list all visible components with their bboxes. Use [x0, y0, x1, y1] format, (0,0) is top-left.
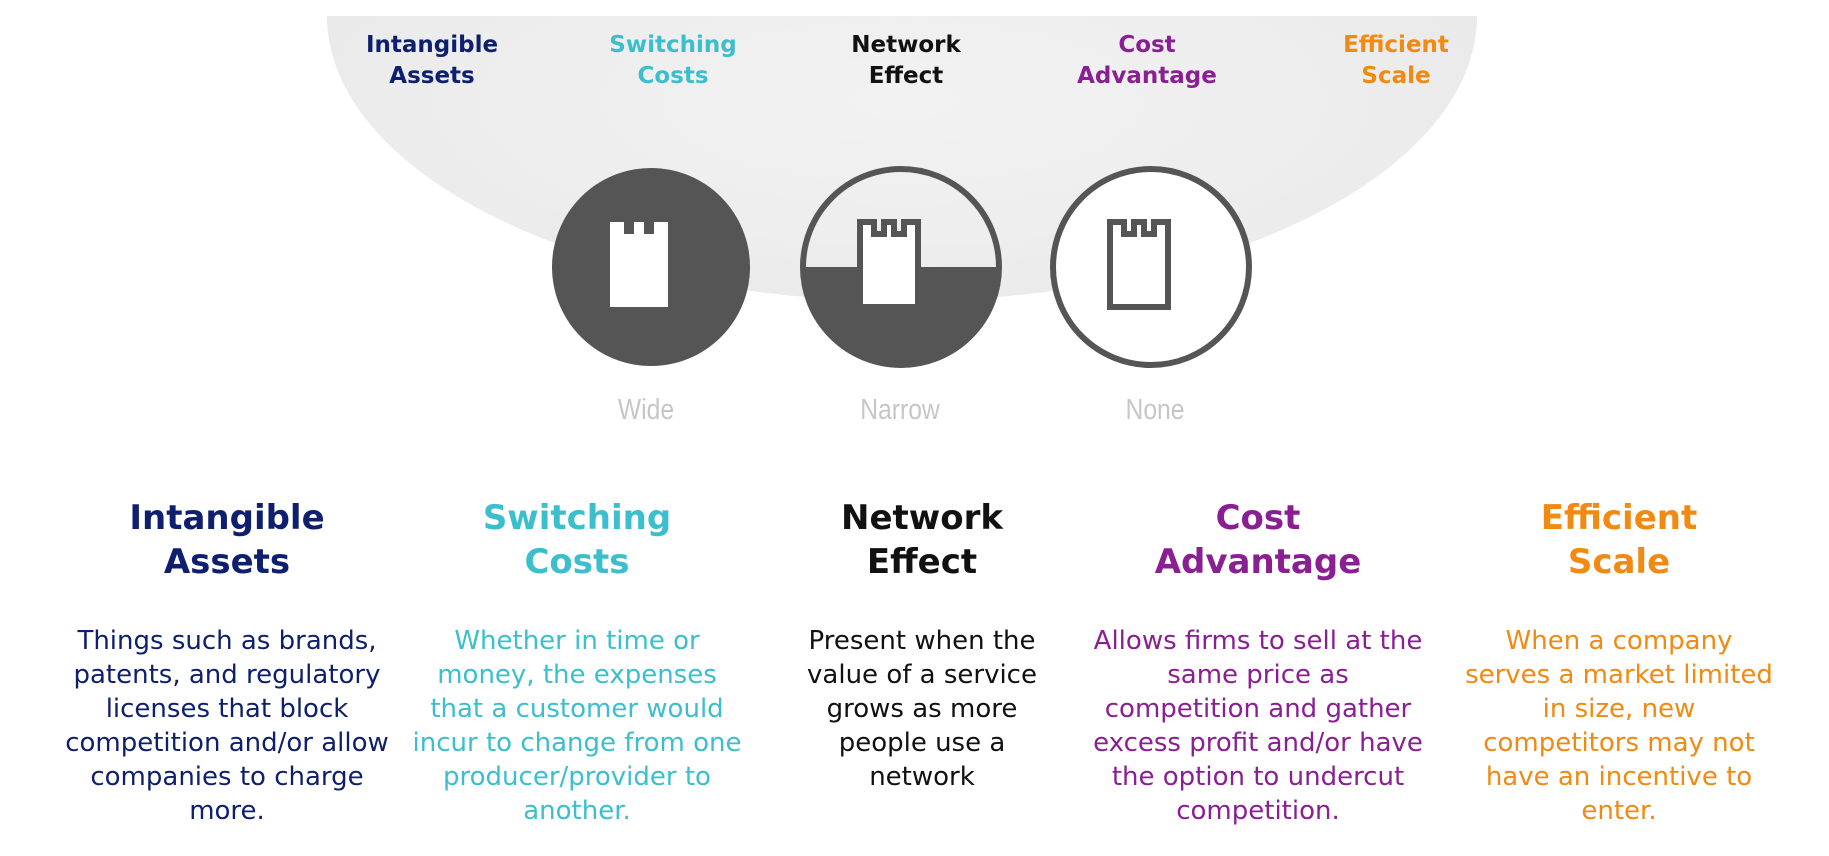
column-title: Network Effect — [841, 498, 1003, 582]
moat-label-none: None — [1125, 394, 1185, 426]
column-description: When a company serves a market limited i… — [1465, 626, 1773, 826]
top-label-cost-advantage: Cost Advantage — [1077, 32, 1217, 89]
top-label-switching-costs: Switching Costs — [609, 32, 737, 89]
moat-label-narrow: Narrow — [860, 394, 940, 426]
moat-label-wide: Wide — [617, 394, 675, 426]
column-cost-advantage: Cost Advantage Allows firms to sell at t… — [1093, 496, 1423, 828]
no-moat-castle-icon — [1050, 166, 1252, 368]
column-title: Efficient Scale — [1540, 498, 1698, 582]
column-title: Cost Advantage — [1154, 498, 1362, 582]
column-intangible-assets: Intangible Assets Things such as brands,… — [62, 496, 392, 828]
top-label-network-effect: Network Effect — [851, 32, 961, 89]
top-label-intangible-assets: Intangible Assets — [365, 32, 499, 89]
column-network-effect: Network Effect Present when the value of… — [757, 496, 1087, 794]
column-switching-costs: Switching Costs Whether in time or money… — [412, 496, 742, 828]
wide-moat-castle-icon — [550, 166, 752, 368]
column-title: Intangible Assets — [129, 498, 325, 582]
column-description: Allows firms to sell at the same price a… — [1093, 626, 1423, 826]
column-title: Switching Costs — [482, 498, 672, 582]
column-description: Present when the value of a service grow… — [807, 626, 1037, 792]
narrow-moat-castle-icon — [800, 166, 1002, 368]
column-description: Things such as brands, patents, and regu… — [65, 626, 389, 826]
column-efficient-scale: Efficient Scale When a company serves a … — [1454, 496, 1784, 828]
top-label-efficient-scale: Efficient Scale — [1343, 32, 1449, 89]
column-description: Whether in time or money, the expenses t… — [412, 626, 742, 826]
